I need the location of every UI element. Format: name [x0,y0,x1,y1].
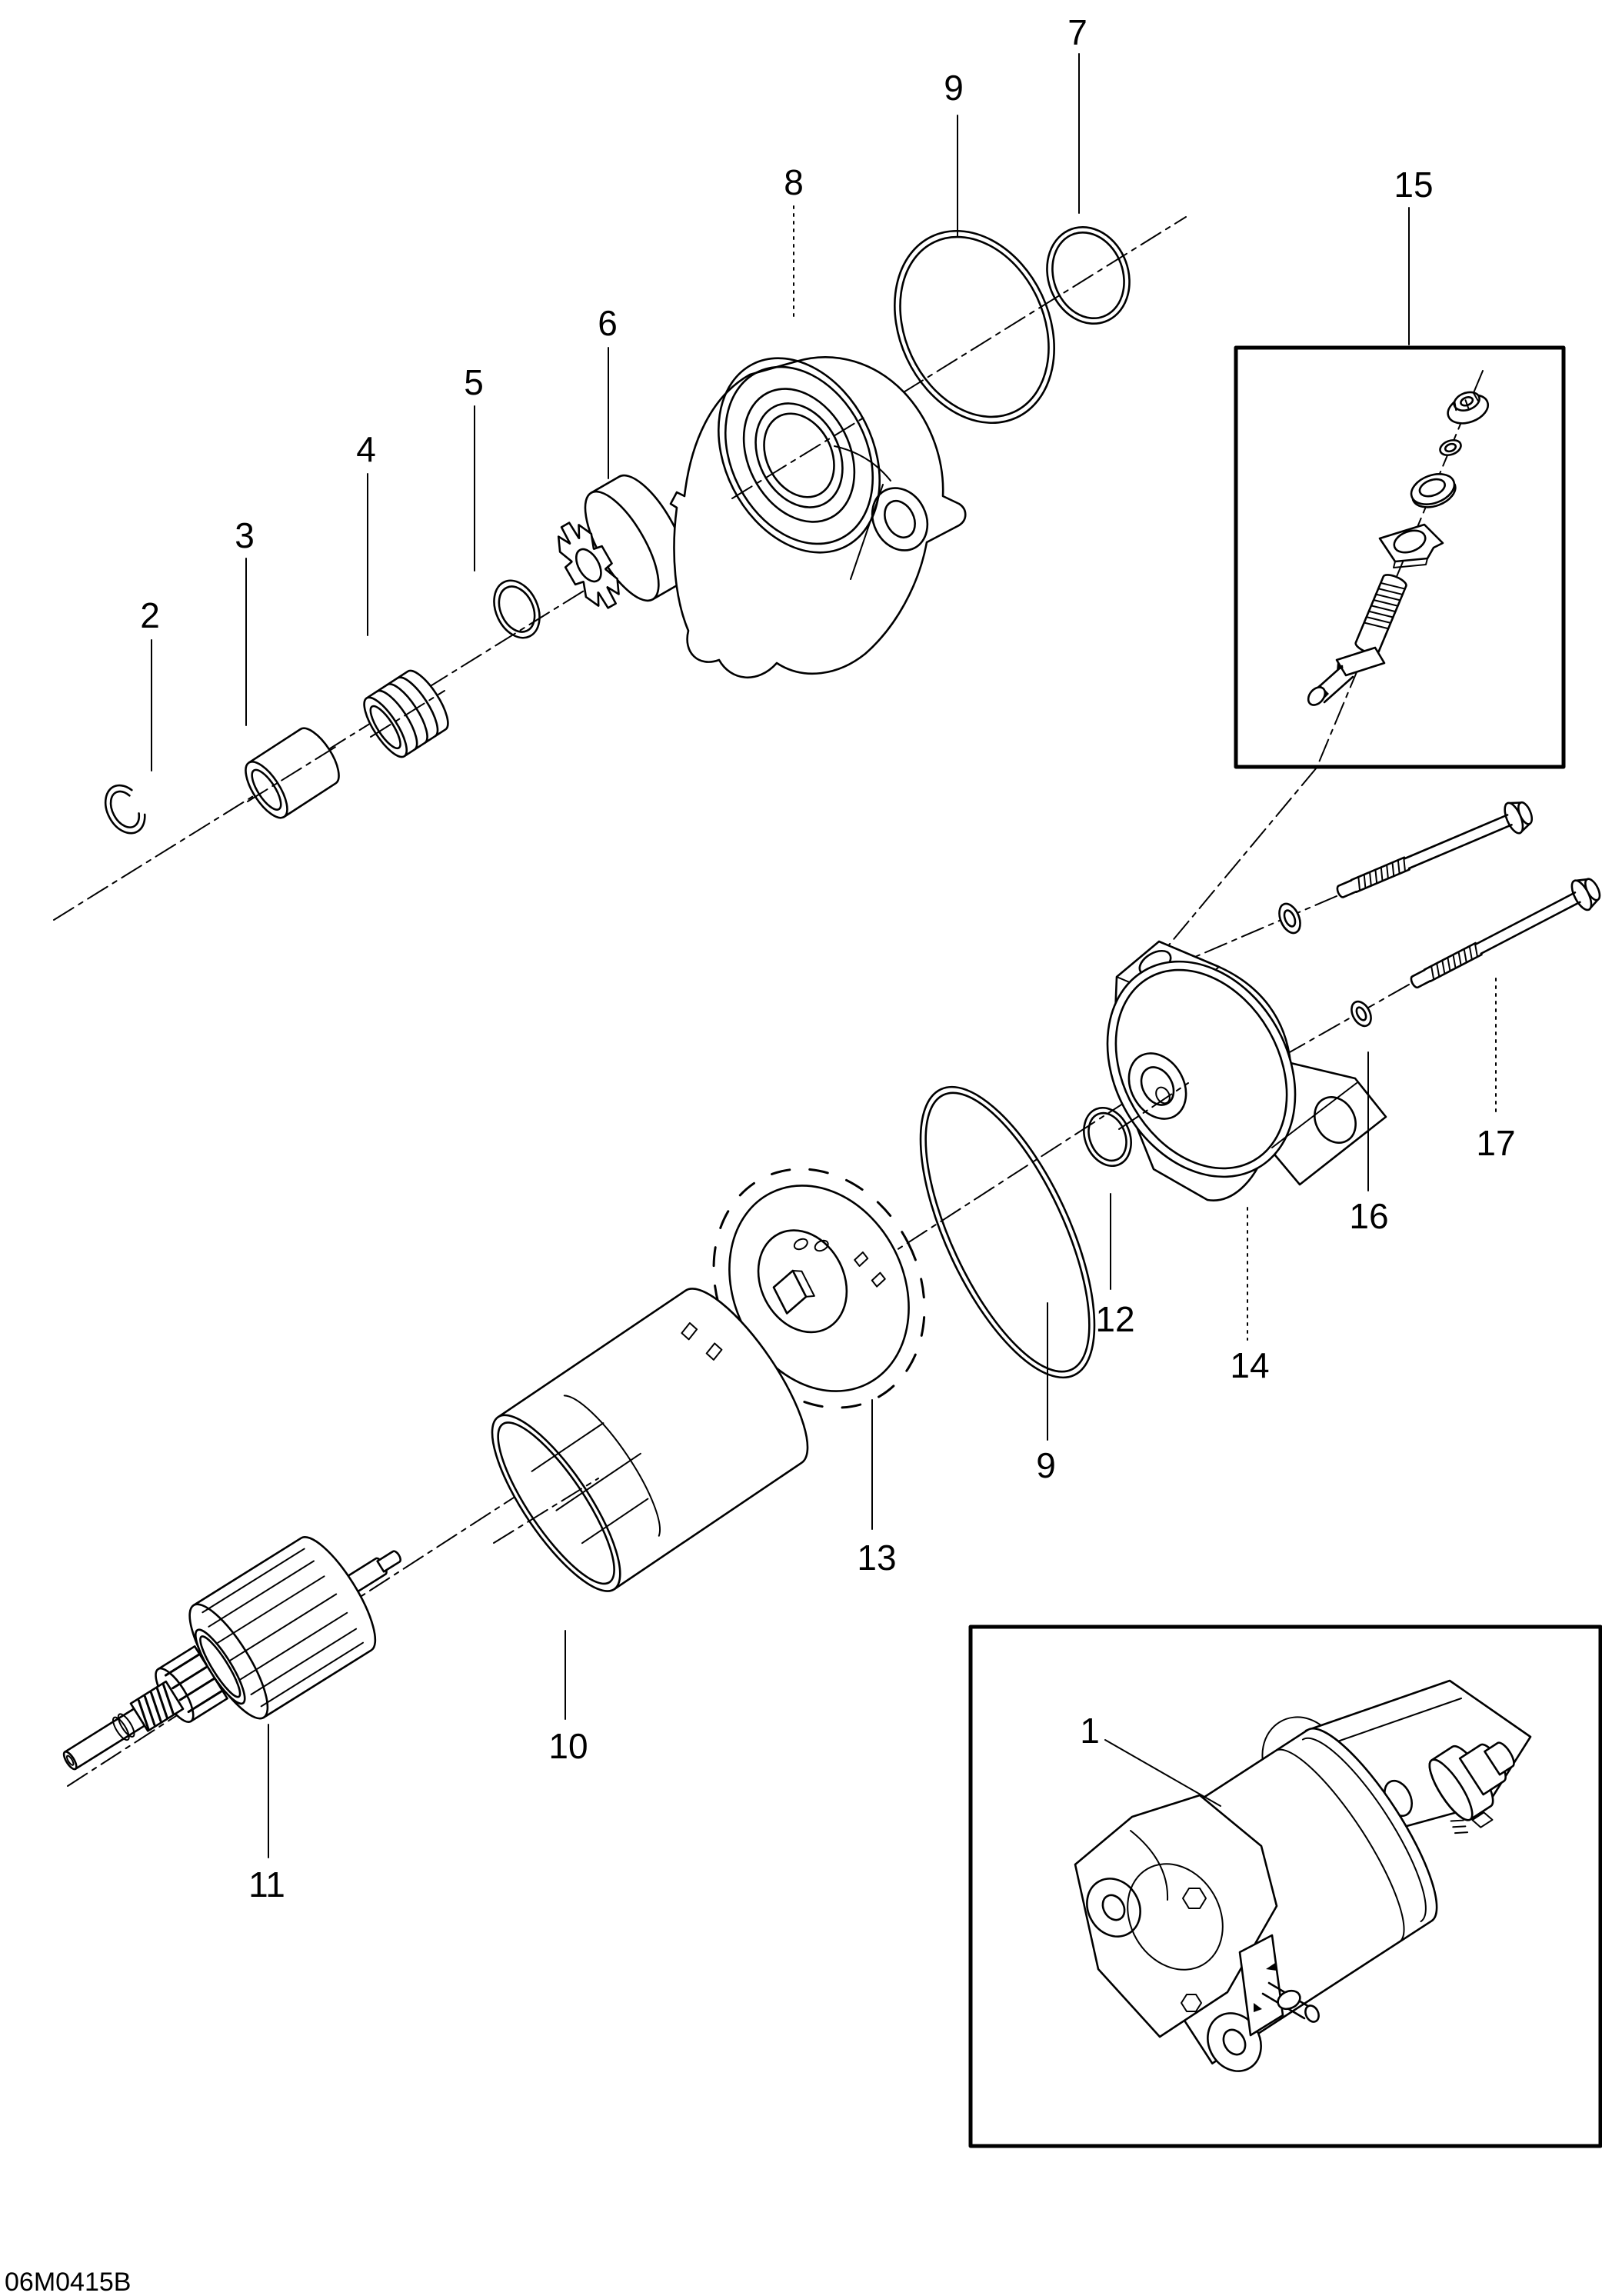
callout-7: 7 [1067,12,1087,52]
part-9-oring-bottom [919,1085,1096,1379]
part-7-oring [1046,225,1131,325]
centerline-through-housing [731,415,868,499]
part-2-circlip [104,784,146,835]
callout-17: 17 [1476,1123,1515,1163]
callout-8: 8 [784,162,804,202]
centerline-through-bushing [247,745,338,802]
callout-1: 1 [1080,1711,1100,1751]
part-11-armature [62,1535,401,1771]
callout-16: 16 [1349,1196,1388,1236]
leader-lines [151,53,1497,1858]
callout-9-top: 9 [944,68,964,108]
callout-4: 4 [356,429,376,469]
part-12-oring [1083,1106,1132,1168]
part-14-mounting-bracket [1106,940,1387,1201]
callout-10: 10 [548,1726,588,1766]
callout-11: 11 [248,1864,285,1904]
callout-15: 15 [1394,165,1433,205]
part-17-bolt-upper [1336,801,1534,898]
drawing-code: 06M0415B [5,2268,131,2296]
callout-2: 2 [140,595,160,635]
part-5-washer [493,579,541,639]
callout-5: 5 [464,362,484,402]
detail-box-15 [1234,345,1566,769]
callout-14: 14 [1230,1345,1269,1385]
part-8-drive-housing [669,356,967,679]
part-17-bolt-lower [1410,878,1601,989]
callout-9-bottom: 9 [1036,1445,1056,1485]
part-13-brush-plate [712,1168,926,1409]
part-9-oring-top [894,229,1055,425]
part-15-terminal-stud-kit [1307,391,1490,706]
assembly-box-1 [968,1625,1602,2148]
callout-12: 12 [1095,1299,1134,1339]
centerline-through-yoke [493,1478,599,1544]
part-16-washer-lower [1351,1000,1372,1028]
callout-6: 6 [598,303,618,343]
part-6-pinion-gear [557,474,688,609]
part-16-washer-upper [1278,902,1301,935]
part-1-starter-assembly [1074,1679,1532,2072]
callout-labels: 2 3 4 5 6 8 9 7 15 17 16 14 12 9 13 10 1… [140,12,1515,1904]
part-10-yoke-cylinder [491,1288,809,1592]
callout-13: 13 [857,1538,896,1578]
centerline-through-collar [370,690,445,738]
centerline-through-bracket [1118,1082,1189,1130]
callout-3: 3 [235,515,255,555]
